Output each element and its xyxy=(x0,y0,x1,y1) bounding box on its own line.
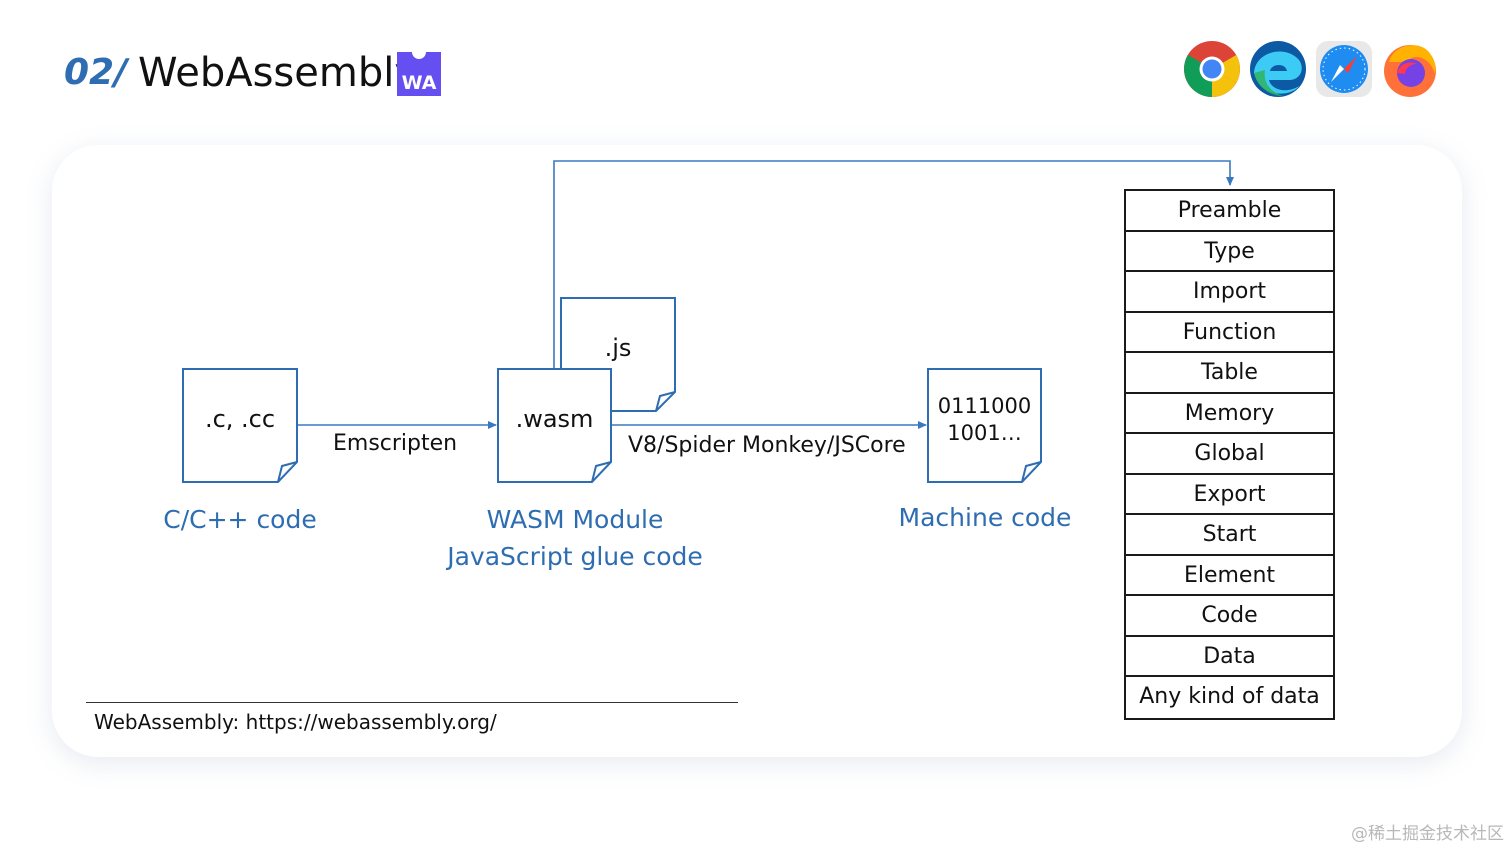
machine-file-line1: 0111000 xyxy=(937,394,1032,418)
footnote-divider xyxy=(86,702,738,703)
section-row: Type xyxy=(1126,232,1333,272)
watermark: @稀土掘金技术社区 xyxy=(1351,824,1504,844)
section-row: Start xyxy=(1126,515,1333,556)
page-title: WebAssembly xyxy=(138,50,418,96)
section-row: Data xyxy=(1126,637,1333,677)
module-caption-line2: JavaScript glue code xyxy=(447,542,703,571)
chrome-icon xyxy=(1184,41,1240,97)
section-row: Element xyxy=(1126,556,1333,596)
wasm-file-shape xyxy=(497,368,612,483)
module-caption-line1: WASM Module xyxy=(486,505,664,534)
webassembly-logo-text: WA xyxy=(401,72,437,94)
section-row: Memory xyxy=(1126,394,1333,434)
section-row: Export xyxy=(1126,475,1333,515)
edge-label-emscripten: Emscripten xyxy=(333,431,458,456)
wasm-file-label: .wasm xyxy=(515,405,594,433)
safari-icon xyxy=(1316,41,1372,97)
section-row: Any kind of data xyxy=(1139,684,1320,709)
section-row: Code xyxy=(1126,596,1333,637)
module-caption: WASM Module JavaScript glue code xyxy=(430,501,720,575)
edge-label-engine: V8/Spider Monkey/JSCore xyxy=(628,433,906,458)
edge-icon xyxy=(1250,41,1306,97)
js-file-label: .js xyxy=(604,334,632,362)
machine-file-label: 0111000 1001… xyxy=(928,393,1041,447)
footnote: WebAssembly: https://webassembly.org/ xyxy=(94,710,497,734)
machine-caption: Machine code xyxy=(898,503,1072,532)
section-number: 02/ xyxy=(64,52,128,93)
machine-file-line2: 1001… xyxy=(947,421,1022,445)
section-row: Import xyxy=(1126,272,1333,313)
section-row: Global xyxy=(1126,434,1333,475)
section-row: Function xyxy=(1126,313,1333,353)
source-file-label: .c, .cc xyxy=(204,405,276,433)
source-caption: C/C++ code xyxy=(163,505,317,534)
connector-wasm-to-sections xyxy=(553,160,1234,368)
machine-file-shape xyxy=(927,368,1042,483)
firefox-icon xyxy=(1384,45,1436,97)
section-row: Table xyxy=(1126,353,1333,394)
source-file-shape xyxy=(182,368,298,483)
webassembly-logo: WA xyxy=(397,45,441,96)
section-row: Preamble xyxy=(1126,191,1333,232)
